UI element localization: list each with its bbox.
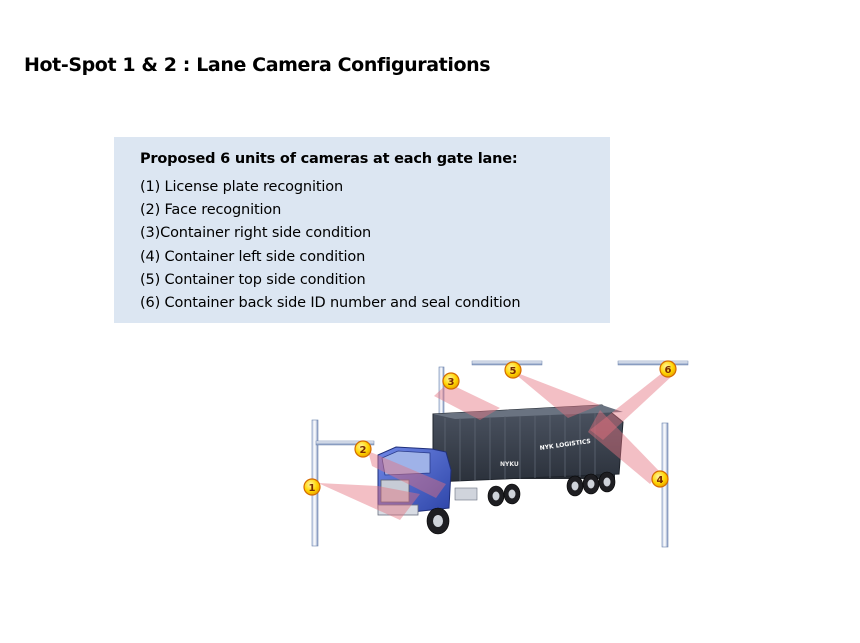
container-top [433,405,623,419]
camera-list-item: (6) Container back side ID number and se… [140,295,521,312]
camera-list: (1) License plate recognition (2) Face r… [140,176,521,315]
camera-badge-2: 2 [354,440,372,458]
camera-list-item: (2) Face recognition [140,202,282,219]
view-cone-1 [318,483,420,520]
camera-badges: 1 2 3 4 5 6 [303,360,677,496]
svg-text:6: 6 [665,365,672,376]
view-cone-5 [512,371,600,418]
container-ribs [444,413,596,481]
view-cone-4 [588,410,660,484]
top-bar-6 [617,360,689,366]
camera-badge-4: 4 [651,470,669,488]
camera-info-box: Proposed 6 units of cameras at each gate… [114,137,610,323]
truck-bumper [377,504,419,516]
truck: NYK LOGISTICS NYKU [377,404,624,535]
camera-badge-3: 3 [442,372,460,390]
truck-grille [380,479,410,503]
info-box-heading: Proposed 6 units of cameras at each gate… [140,151,518,167]
truck-hubcaps [433,477,611,527]
svg-text:5: 5 [510,366,517,377]
view-cone-2 [368,451,446,498]
page-title: Hot-Spot 1 & 2 : Lane Camera Configurati… [24,54,491,76]
camera-badge-5: 5 [504,361,522,379]
truck-fuel-tank [454,487,478,501]
camera-badge-6: 6 [659,360,677,378]
container-code-text: NYKU [500,461,519,468]
camera-list-item: (5) Container top side condition [140,271,366,288]
view-cone-6 [590,370,672,440]
camera-view-cones [318,370,672,520]
view-cone-3 [434,383,500,420]
camera-badge-1: 1 [303,478,321,496]
truck-windshield [381,450,431,476]
camera-list-item: (1) License plate recognition [140,179,344,195]
camera-list-item: (4) Container left side condition [140,248,366,265]
pole-left-arm [315,440,375,446]
svg-text:2: 2 [360,445,367,456]
camera-list-item: (3)Container right side condition [140,225,372,242]
svg-text:4: 4 [657,475,664,486]
svg-text:3: 3 [448,377,455,388]
svg-text:1: 1 [309,483,316,494]
